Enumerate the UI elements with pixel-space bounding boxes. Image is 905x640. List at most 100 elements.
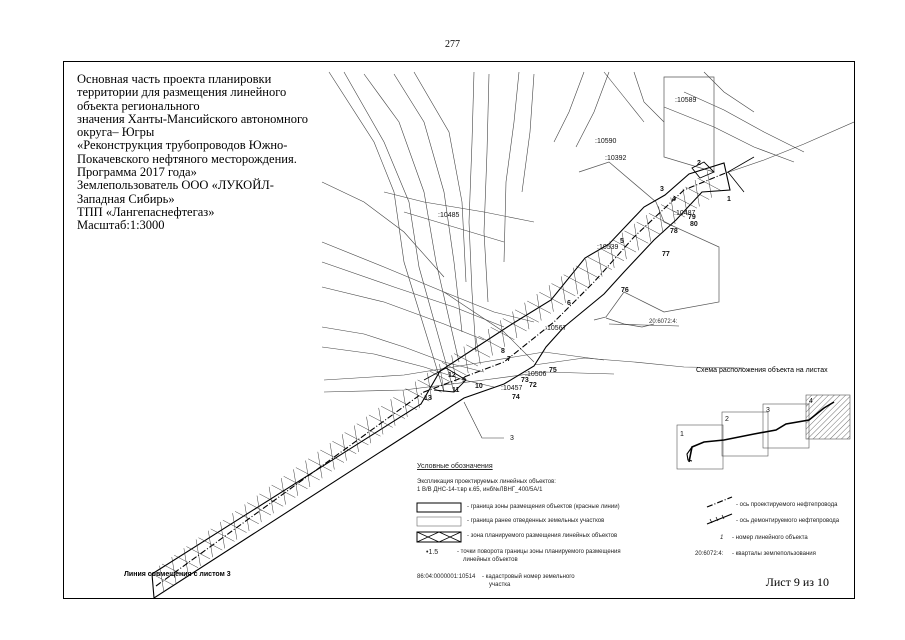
boundary-line bbox=[363, 73, 460, 363]
title-line: Землепользователь ООО «ЛУКОЙЛ- bbox=[77, 178, 274, 193]
quarter-label: 20:6072:4: bbox=[649, 319, 678, 325]
scheme-sheet-label: 1 bbox=[680, 431, 684, 438]
boundary-line bbox=[663, 106, 795, 163]
legend-symbol-old-pipe-ticks bbox=[709, 514, 725, 524]
legend-symbol-zone-cross bbox=[416, 531, 462, 543]
boundary-line bbox=[321, 241, 535, 323]
boundary-line bbox=[321, 286, 485, 341]
boundary-line bbox=[323, 371, 615, 393]
boundary-line bbox=[728, 121, 854, 173]
parcel-label: :10487 bbox=[674, 210, 696, 217]
point-numbers: 1 2 3 4 5 6 7 8 9 10 11 12 13 72 73 74 7… bbox=[424, 160, 731, 402]
parcel-outline bbox=[578, 161, 720, 321]
boundary-line bbox=[533, 357, 745, 369]
legend-point-sample: •1.5 bbox=[426, 549, 439, 556]
title-line: объекта регионального bbox=[77, 98, 200, 113]
title-line: значения Ханты-Мансийского автономного bbox=[77, 111, 309, 126]
point-number: 8 bbox=[501, 348, 505, 355]
legend-item: - ось демонтируемого нефтепровода bbox=[736, 518, 840, 524]
boundary-line bbox=[633, 71, 665, 123]
boundary-line bbox=[683, 91, 805, 153]
layout-scheme bbox=[676, 394, 851, 470]
parcel-label: :10392 bbox=[605, 155, 627, 162]
point-number: 5 bbox=[620, 238, 624, 245]
point-number: 2 bbox=[697, 160, 701, 167]
page-number: 277 bbox=[445, 39, 460, 50]
boundary-line bbox=[393, 73, 463, 333]
boundary-line bbox=[553, 71, 585, 143]
legend-item: - кадастровый номер земельного bbox=[482, 574, 575, 580]
legend-item: - граница зоны размещения объектов (крас… bbox=[467, 504, 620, 510]
title-line: округа– Югры bbox=[77, 125, 155, 140]
legend-symbol-old-pipe bbox=[706, 513, 733, 525]
point-number: 13 bbox=[424, 395, 432, 402]
pipeline-axis bbox=[155, 171, 729, 587]
scheme-sheet-label: 3 bbox=[766, 407, 770, 414]
boundary-line bbox=[503, 71, 520, 263]
zone-notch bbox=[423, 367, 467, 393]
title-line: Основная часть проекта планировки bbox=[77, 72, 272, 86]
placement-zone bbox=[149, 161, 731, 598]
boundary-line bbox=[323, 351, 605, 381]
boundary-line bbox=[403, 211, 505, 243]
boundary-line bbox=[483, 73, 490, 303]
legend-item: - номер линейного объекта bbox=[732, 535, 808, 541]
title-line: Программа 2017 года» bbox=[77, 165, 197, 180]
legend-item: участка bbox=[489, 582, 511, 588]
point-number: 73 bbox=[521, 377, 529, 384]
legend-header-line: Экспликация проектируемых линейных объек… bbox=[417, 479, 556, 485]
legend-quarter-sample: 20:6072:4: bbox=[695, 551, 724, 557]
legend-symbol-new-pipe bbox=[706, 496, 733, 508]
parcel-label: :10506 bbox=[525, 371, 547, 378]
boundary-line bbox=[468, 71, 477, 353]
point-number: 10 bbox=[475, 383, 483, 390]
boundary-line bbox=[575, 71, 610, 148]
parcel-label: :10457 bbox=[501, 385, 523, 392]
scheme-pipeline bbox=[688, 401, 835, 463]
point-number: 3 bbox=[660, 186, 664, 193]
point-number: 75 bbox=[549, 367, 557, 374]
parcel-boundaries bbox=[578, 76, 720, 328]
sheet-label: Лист 9 из 10 bbox=[765, 575, 829, 589]
point-number: 76 bbox=[621, 287, 629, 294]
boundary-line bbox=[321, 346, 495, 388]
parcel-label: :10539 bbox=[597, 244, 619, 251]
boundary-line bbox=[413, 71, 467, 283]
boundary-line bbox=[383, 191, 535, 223]
parcel-label: :10485 bbox=[438, 212, 460, 219]
point-number: 77 bbox=[662, 251, 670, 258]
parcel-labels: :10589 :10590 :10392 :10485 :10539 :1056… bbox=[438, 97, 697, 392]
parcel-label: :10589 bbox=[675, 97, 697, 104]
title-line: ТПП «Лангепаснефтегаз» bbox=[77, 204, 215, 219]
legend-symbol-red-line bbox=[416, 502, 462, 513]
parcel-label: :10567 bbox=[545, 325, 567, 332]
point-number: 4 bbox=[672, 196, 676, 203]
background-linework bbox=[321, 71, 854, 393]
legend-header-line: 1 В/В ДНС-14-т.вр к.65, инб№ЛВНГ_400/5А/… bbox=[417, 487, 543, 493]
scheme-sheet-frame bbox=[676, 424, 724, 470]
scheme-title: Схема расположения объекта на листах bbox=[696, 367, 828, 374]
legend-item: - зона планируемого размещения линейных … bbox=[467, 533, 618, 539]
boundary-line bbox=[443, 291, 535, 363]
title-line: Покачевского нефтяного месторождения. bbox=[77, 151, 297, 166]
point-number: 79 bbox=[688, 214, 696, 221]
legend-symbol-zone bbox=[416, 531, 462, 543]
legend-symbols bbox=[416, 496, 733, 543]
title-line: «Реконструкция трубопроводов Южно- bbox=[77, 138, 288, 153]
point-number: 12 bbox=[448, 372, 456, 379]
point-number: 9 bbox=[462, 377, 466, 384]
zone-grid bbox=[149, 171, 722, 593]
point-number: 72 bbox=[529, 382, 537, 389]
legend-line-number-sample: 1 bbox=[720, 535, 724, 541]
legend-symbol-prior-parcel bbox=[416, 516, 462, 527]
scheme-sheet-frame bbox=[721, 411, 769, 457]
join-line-label: Линия совмещения с листом 3 bbox=[124, 571, 231, 578]
title-line: Западная Сибирь» bbox=[77, 191, 175, 206]
legend-item: - граница ранее отведенных земельных уча… bbox=[467, 518, 605, 524]
zone-notch bbox=[691, 161, 715, 179]
title-line: территории для размещения линейного bbox=[77, 85, 287, 100]
boundary-line bbox=[321, 181, 445, 278]
parcel-outline bbox=[605, 317, 655, 328]
planning-map: 20:6072:4: 3 :10589 :10590 :10392 :10485… bbox=[124, 71, 854, 598]
boundary-line bbox=[343, 71, 455, 393]
